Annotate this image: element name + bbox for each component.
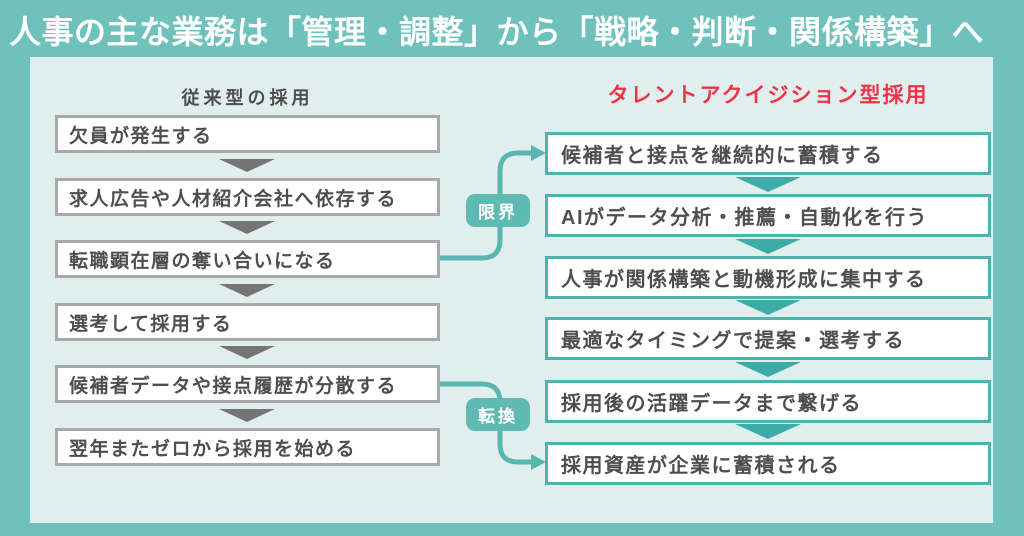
down-arrow-icon [219,284,275,297]
right-step-box-1: 候補者と接点を継続的に蓄積する [545,132,991,175]
conversion-badge: 転換 [466,398,530,431]
down-arrow-icon [735,362,801,377]
down-arrow-icon [735,177,801,192]
left-step-box-3: 転職顕在層の奪い合いになる [55,240,440,278]
right-column-header: タレントアクイジション型採用 [607,84,929,107]
down-arrow-icon [219,409,275,422]
right-step-box-5: 採用後の活躍データまで繋げる [545,380,991,423]
right-step-box-3: 人事が関係構築と動機形成に集中する [545,256,991,299]
left-column-header: 従来型の採用 [181,88,314,108]
down-arrow-icon [219,346,275,359]
left-step-box-4: 選考して採用する [55,303,440,341]
right-step-box-4: 最適なタイミングで提案・選考する [545,317,991,360]
limit-badge: 限界 [466,194,530,227]
left-step-box-6: 翌年またゼロから採用を始める [55,428,440,466]
down-arrow-icon [735,424,801,439]
down-arrow-icon [219,159,275,172]
left-step-box-1: 欠員が発生する [55,115,440,153]
right-step-box-6: 採用資産が企業に蓄積される [545,442,991,485]
down-arrow-icon [735,239,801,254]
page-title: 人事の主な業務は「管理・調整」から「戦略・判断・関係構築」へ [9,14,985,50]
down-arrow-icon [735,300,801,315]
right-step-box-2: AIがデータ分析・推薦・自動化を行う [545,194,991,237]
left-step-box-5: 候補者データや接点履歴が分散する [55,365,440,403]
down-arrow-icon [219,221,275,234]
left-step-box-2: 求人広告や人材紹介会社へ依存する [55,178,440,216]
